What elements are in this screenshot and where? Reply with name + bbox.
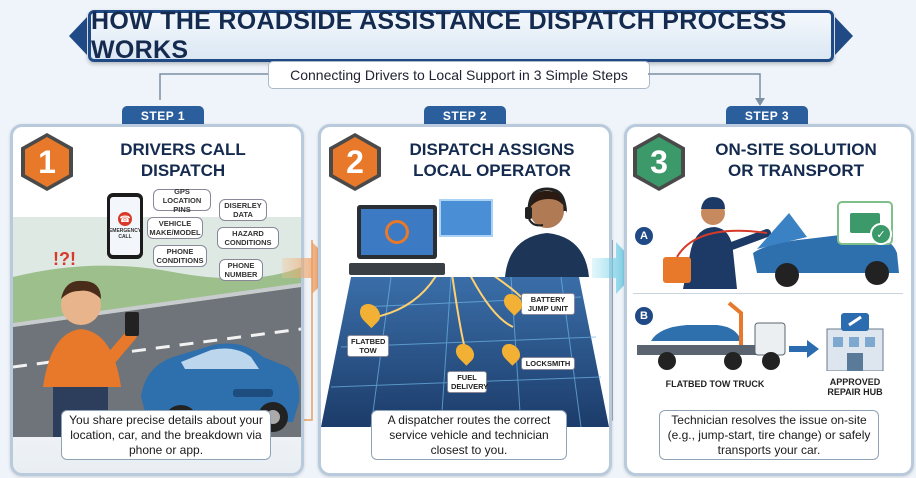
info-bubble-phone-conditions: PHONE CONDITIONS	[153, 245, 207, 267]
step-2-heading: DISPATCH ASSIGNS LOCAL OPERATOR	[387, 139, 597, 181]
step-2-heading-line1: DISPATCH ASSIGNS	[409, 140, 575, 159]
jump-starter-box-icon	[663, 257, 691, 283]
page-title: HOW THE ROADSIDE ASSISTANCE DISPATCH PRO…	[91, 7, 787, 64]
info-bubble-gps: GPS LOCATION PINS	[153, 187, 211, 214]
info-bubble-vehicle: VEHICLE MAKE/MODEL	[147, 217, 203, 239]
mechanic-figure	[683, 197, 771, 289]
flatbed-truck-icon	[637, 301, 786, 370]
pin-label-flatbed: FLATBED TOW	[347, 335, 389, 357]
page-subtitle: Connecting Drivers to Local Support in 3…	[268, 61, 650, 89]
step-2-number-hex: 2	[329, 133, 381, 191]
step-1-heading: DRIVERS CALL DISPATCH	[83, 139, 283, 181]
step-2-panel: 2 DISPATCH ASSIGNS LOCAL OPERATOR BATTER…	[318, 124, 612, 476]
step-3-number-hex: 3	[633, 133, 685, 191]
subtitle-connector-line-left	[159, 73, 268, 100]
step-2-number: 2	[333, 137, 377, 187]
step-2-caption: A dispatcher routes the correct service …	[371, 410, 567, 460]
step-3-caption: Technician resolves the issue on-site (e…	[659, 410, 879, 460]
phone-call-icon: ☎	[118, 212, 132, 226]
flatbed-tow-truck-label: FLATBED TOW TRUCK	[665, 379, 765, 389]
dispatcher-operator-figure	[505, 187, 589, 277]
map-screen-icon	[439, 199, 493, 237]
subtitle-connector-line	[648, 73, 761, 100]
step-1-heading-line2: DISPATCH	[140, 161, 226, 180]
transport-arrow-icon	[789, 340, 819, 358]
option-b-badge: B	[635, 307, 653, 325]
keyboard	[349, 263, 445, 275]
info-bubble-phone-number: PHONE NUMBER	[219, 259, 263, 281]
info-bubble-hazard: HAZARD CONDITIONS	[217, 227, 279, 249]
step-tab-2: STEP 2	[424, 106, 506, 126]
pin-label-locksmith: LOCKSMITH	[521, 357, 575, 370]
step-3-heading-line2: OR TRANSPORT	[728, 161, 864, 180]
pin-label-battery: BATTERY JUMP UNIT	[521, 293, 575, 315]
step-tab-3: STEP 3	[726, 106, 808, 126]
step-1-caption: You share precise details about your loc…	[61, 410, 271, 460]
banner-right-arrow-icon	[835, 17, 853, 55]
alarm-exclamation-icon: !?!	[53, 249, 76, 269]
connector-arrowhead-icon	[755, 98, 765, 106]
step-3-number: 3	[637, 137, 681, 187]
step-1-heading-line1: DRIVERS CALL	[120, 140, 246, 159]
pin-label-fuel: FUEL DELIVERY	[447, 371, 488, 393]
smartphone: ☎ EMERGENCY CALL	[107, 193, 143, 259]
banner-left-arrow-icon	[69, 17, 87, 55]
title-banner: HOW THE ROADSIDE ASSISTANCE DISPATCH PRO…	[69, 7, 853, 64]
step-3-heading: ON-SITE SOLUTION OR TRANSPORT	[689, 139, 903, 181]
step-1-number-hex: 1	[21, 133, 73, 191]
step-tab-1: STEP 1	[122, 106, 204, 126]
approved-repair-hub-label: APPROVED REPAIR HUB	[827, 377, 883, 397]
step-1-panel: !?! 1 DRIVERS CALL DISPATCH ☎ EMERGENCY …	[10, 124, 304, 476]
step-3-panel: 3 ON-SITE SOLUTION OR TRANSPORT A ✓ B	[624, 124, 914, 476]
step-1-number: 1	[25, 137, 69, 187]
step-2-heading-line2: LOCAL OPERATOR	[413, 161, 571, 180]
repair-hub-building-icon	[826, 313, 884, 371]
checkmark-icon: ✓	[870, 223, 892, 245]
target-icon	[385, 220, 409, 244]
battery-icon: ✓	[837, 201, 893, 245]
step-3-heading-line1: ON-SITE SOLUTION	[715, 140, 877, 159]
options-divider	[633, 293, 903, 294]
option-a-badge: A	[635, 227, 653, 245]
dispatch-computer-monitor	[357, 205, 437, 259]
info-bubble-diserley: DISERLEY DATA	[219, 199, 267, 221]
phone-screen-label: EMERGENCY CALL	[108, 228, 142, 240]
